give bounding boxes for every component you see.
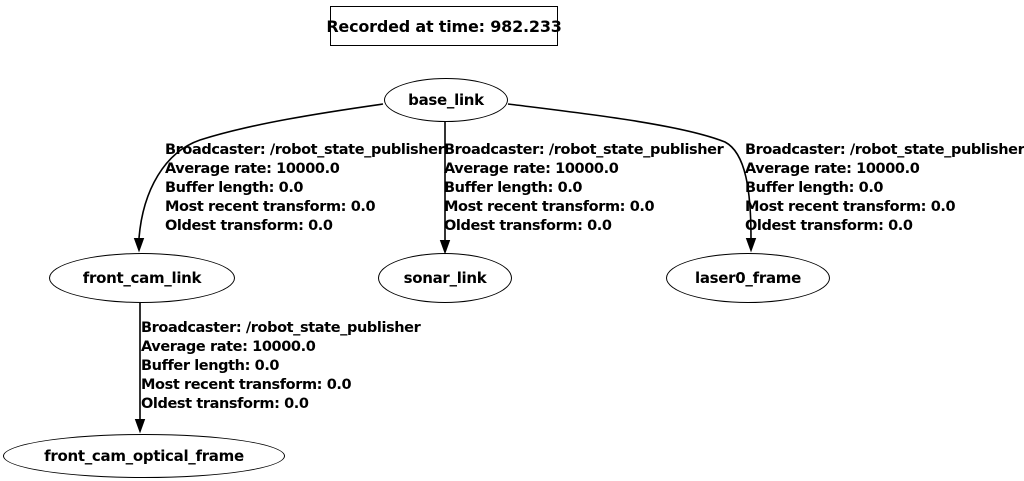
graph-node-base-link: base_link [384, 78, 508, 122]
stats-line-most-recent: Most recent transform: 0.0 [745, 199, 956, 215]
stats-line-broadcaster: Broadcaster: /robot_state_publisher [745, 142, 1024, 158]
edge-stats-front-cam-link: Broadcaster: /robot_state_publisher Aver… [165, 141, 445, 236]
node-label: laser0_frame [695, 269, 801, 287]
edge-stats-sonar-link: Broadcaster: /robot_state_publisher Aver… [444, 141, 724, 236]
stats-line-buffer-length: Buffer length: 0.0 [745, 180, 884, 196]
stats-line-oldest: Oldest transform: 0.0 [165, 218, 333, 234]
graph-node-laser0-frame: laser0_frame [666, 253, 830, 303]
stats-line-buffer-length: Buffer length: 0.0 [141, 358, 280, 374]
stats-line-broadcaster: Broadcaster: /robot_state_publisher [141, 320, 421, 336]
recorded-time-box: Recorded at time: 982.233 [326, 6, 562, 46]
node-label: base_link [408, 91, 484, 109]
stats-line-average-rate: Average rate: 10000.0 [165, 161, 340, 177]
stats-line-most-recent: Most recent transform: 0.0 [141, 377, 352, 393]
stats-line-buffer-length: Buffer length: 0.0 [165, 180, 304, 196]
graph-node-front-cam-link: front_cam_link [49, 253, 235, 303]
stats-line-oldest: Oldest transform: 0.0 [444, 218, 612, 234]
stats-line-broadcaster: Broadcaster: /robot_state_publisher [444, 142, 724, 158]
edge-base-link-to-front-cam-link [133, 103, 384, 253]
stats-line-most-recent: Most recent transform: 0.0 [165, 199, 376, 215]
stats-line-most-recent: Most recent transform: 0.0 [444, 199, 655, 215]
edge-stats-laser0-frame: Broadcaster: /robot_state_publisher Aver… [745, 141, 1024, 236]
edge-stats-front-cam-optical-frame: Broadcaster: /robot_state_publisher Aver… [141, 319, 421, 414]
edge-base-link-to-sonar-link [439, 122, 451, 255]
stats-line-average-rate: Average rate: 10000.0 [745, 161, 920, 177]
node-label: front_cam_optical_frame [44, 447, 244, 465]
stats-line-buffer-length: Buffer length: 0.0 [444, 180, 583, 196]
edge-front-cam-link-to-optical-frame [134, 303, 146, 434]
recorded-time-label: Recorded at time: 982.233 [326, 16, 562, 36]
node-label: front_cam_link [82, 269, 202, 287]
graph-node-sonar-link: sonar_link [378, 253, 512, 303]
stats-line-oldest: Oldest transform: 0.0 [745, 218, 913, 234]
graph-node-front-cam-optical-frame: front_cam_optical_frame [3, 434, 285, 478]
node-label: sonar_link [403, 269, 487, 287]
stats-line-average-rate: Average rate: 10000.0 [141, 339, 316, 355]
stats-line-oldest: Oldest transform: 0.0 [141, 396, 309, 412]
stats-line-average-rate: Average rate: 10000.0 [444, 161, 619, 177]
edge-base-link-to-laser0-frame [507, 103, 757, 253]
stats-line-broadcaster: Broadcaster: /robot_state_publisher [165, 142, 445, 158]
